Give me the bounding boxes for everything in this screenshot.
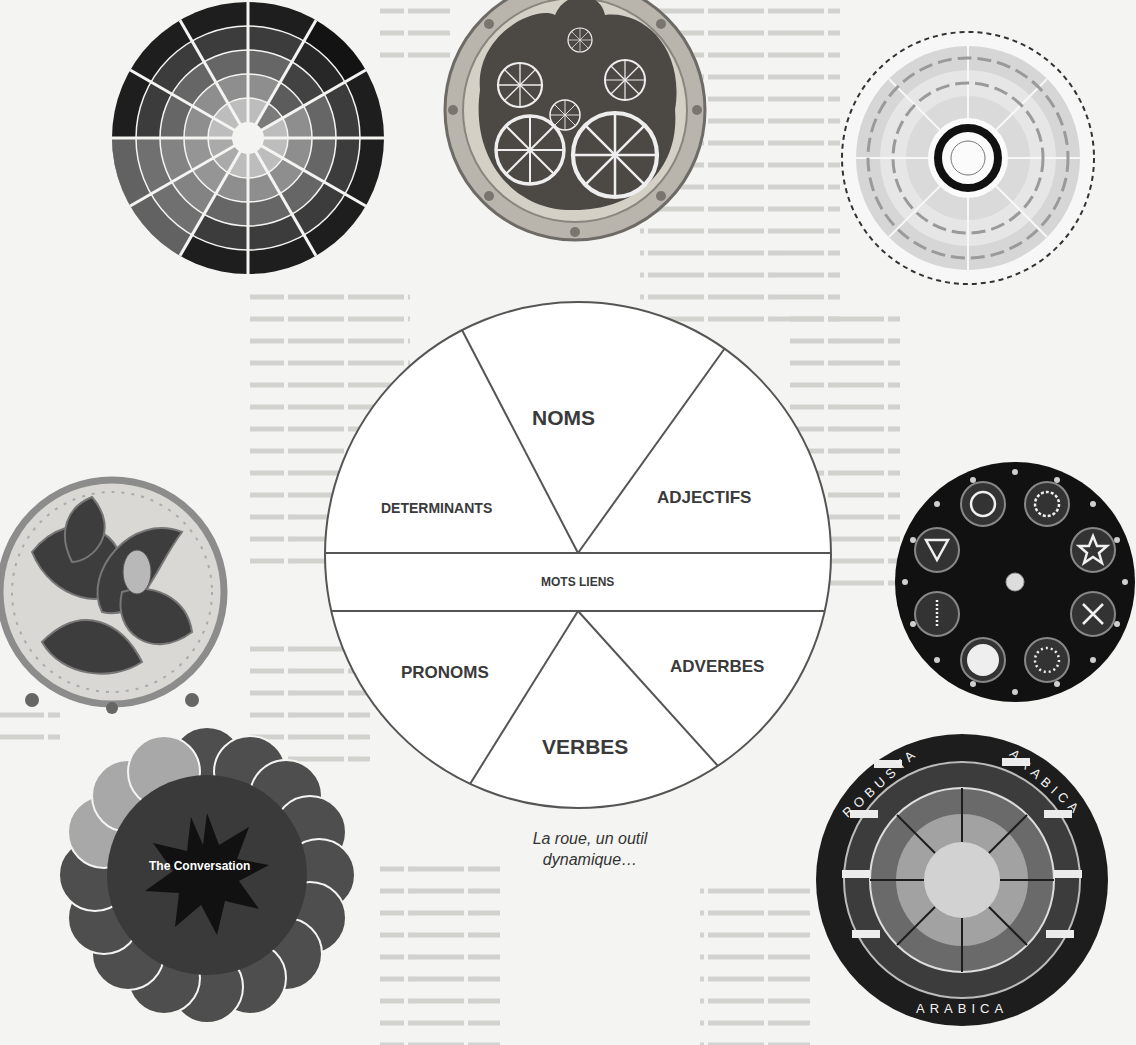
figure-caption: La roue, un outil dynamique… bbox=[515, 829, 665, 871]
colour-wheel bbox=[112, 2, 384, 274]
sector-label: PRONOMS bbox=[401, 663, 489, 683]
word-class-sector: NOMS bbox=[528, 404, 599, 432]
word-class-sector: DETERMINANTS bbox=[377, 498, 496, 518]
conversation-wheel bbox=[59, 727, 355, 1023]
arc-label: ARABICA bbox=[916, 1001, 1008, 1016]
background-text bbox=[0, 0, 900, 1045]
sector-label: ADVERBES bbox=[670, 657, 764, 677]
word-class-sector: MOTS LIENS bbox=[537, 573, 618, 591]
word-class-wheel bbox=[325, 302, 831, 808]
wheel-sculpture bbox=[0, 480, 224, 714]
centre-title: The Conversation bbox=[149, 859, 250, 873]
sector-label: NOMS bbox=[532, 406, 595, 430]
word-class-sector: VERBES bbox=[538, 733, 632, 761]
sector-label: MOTS LIENS bbox=[541, 575, 614, 589]
sector-label: VERBES bbox=[542, 735, 628, 759]
arc-label: ROBUSTA bbox=[839, 745, 921, 821]
word-class-sector: ADJECTIFS bbox=[653, 486, 755, 510]
word-class-sector: PRONOMS bbox=[397, 661, 493, 685]
coffee-wheel bbox=[816, 734, 1108, 1026]
porthole-wheels bbox=[445, 0, 705, 240]
sector-label: ADJECTIFS bbox=[657, 488, 751, 508]
competence-wheel bbox=[842, 32, 1094, 284]
sector-label: DETERMINANTS bbox=[381, 500, 492, 516]
arc-label: ARABICA bbox=[1007, 746, 1085, 819]
word-class-sector: ADVERBES bbox=[666, 655, 768, 679]
symbol-wheel bbox=[895, 462, 1135, 702]
